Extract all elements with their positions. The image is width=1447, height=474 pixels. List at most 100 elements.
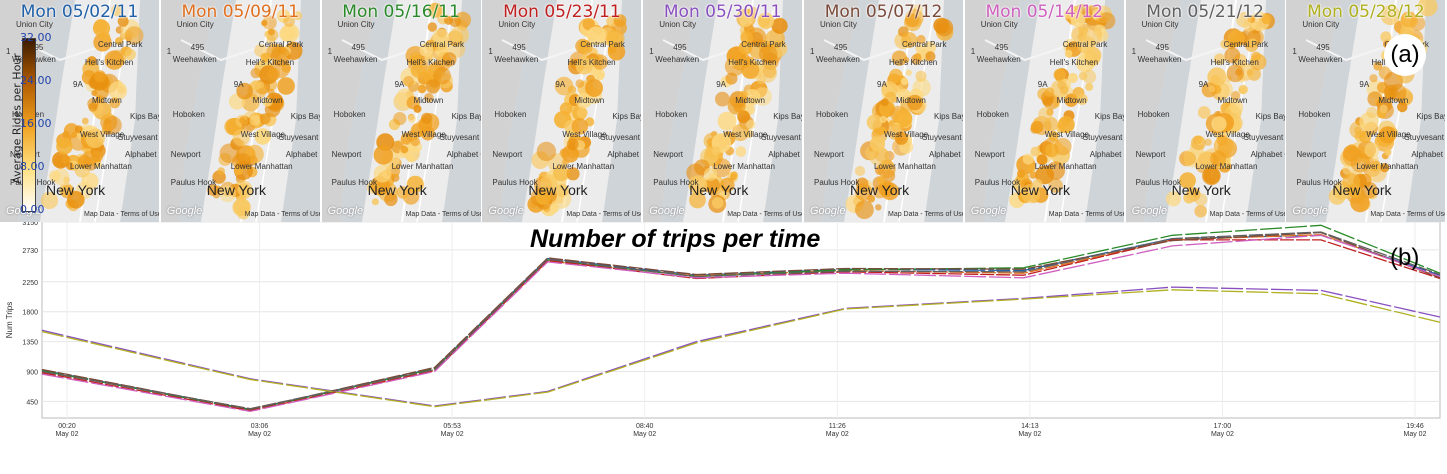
map-label-route-1: 1 xyxy=(6,47,11,56)
map-label-route-495: 495 xyxy=(673,43,687,52)
map-label-midtown: Midtown xyxy=(1378,96,1409,105)
x-tick-time: 14:13 xyxy=(1021,423,1039,430)
map-label-new-york: New York xyxy=(367,182,427,198)
map-label-weehawken: Weehawken xyxy=(333,55,378,64)
map-label-kips-bay: Kips Bay xyxy=(612,112,642,121)
map-label-map-terms[interactable]: Map Data - Terms of Use xyxy=(1209,211,1285,218)
y-tick-label: 1800 xyxy=(22,310,38,317)
map-label-kips-bay: Kips Bay xyxy=(290,112,320,121)
map-label-map-terms[interactable]: Map Data - Terms of Use xyxy=(1370,211,1446,218)
map-label-hells-kitchen: Hell's Kitchen xyxy=(1210,58,1259,67)
map-label-west-village: West Village xyxy=(884,130,929,139)
map-label-map-terms[interactable]: Map Data - Terms of Use xyxy=(727,211,803,218)
y-tick-label: 2250 xyxy=(22,280,38,287)
map-label-union-city: Union City xyxy=(820,20,857,29)
map-label-new-york: New York xyxy=(1010,182,1070,198)
map-label-route-495: 495 xyxy=(1155,43,1169,52)
map-label-route-9a: 9A xyxy=(1359,80,1370,89)
map-label-kips-bay: Kips Bay xyxy=(1094,112,1124,121)
map-label-google: Google xyxy=(327,205,364,217)
map-label-hells-kitchen: Hell's Kitchen xyxy=(85,58,134,67)
map-label-route-1: 1 xyxy=(1131,47,1137,56)
map-label-west-village: West Village xyxy=(1044,130,1089,139)
map-label-midtown: Midtown xyxy=(413,96,444,105)
map-label-hoboken: Hoboken xyxy=(333,110,366,119)
map-label-kips-bay: Kips Bay xyxy=(1416,112,1446,121)
map-label-lower-manhattan: Lower Manhattan xyxy=(1195,162,1258,171)
map-label-weehawken: Weehawken xyxy=(1298,55,1343,64)
y-axis-label: Num Trips xyxy=(5,302,14,338)
map-label-union-city: Union City xyxy=(1302,20,1340,29)
map-label-newport: Newport xyxy=(974,150,1005,159)
x-tick-date: May 02 xyxy=(1018,431,1041,438)
map-label-map-terms[interactable]: Map Data - Terms of Use xyxy=(566,211,642,218)
map-label-central-park: Central Park xyxy=(580,40,625,49)
map-label-route-1: 1 xyxy=(1292,47,1297,56)
map-label-map-terms[interactable]: Map Data - Terms of Use xyxy=(888,211,963,218)
map-label-route-9a: 9A xyxy=(877,80,887,89)
map-label-map-terms[interactable]: Map Data - Terms of Use xyxy=(405,211,481,218)
map-label-west-village: West Village xyxy=(240,130,285,139)
map-label-new-york: New York xyxy=(528,182,588,198)
map-label-newport: Newport xyxy=(814,150,844,159)
map-label-west-village: West Village xyxy=(562,130,607,139)
series-line-4 xyxy=(41,239,1441,412)
map-label-newport: Newport xyxy=(1296,150,1327,159)
map-label-alphabet-city: Alphabet City xyxy=(125,150,159,159)
map-date-label: Mon 05/09/11 xyxy=(181,2,300,22)
map-label-newport: Newport xyxy=(170,150,201,159)
map-label-central-park: Central Park xyxy=(419,40,465,49)
map-label-lower-manhattan: Lower Manhattan xyxy=(1034,162,1097,171)
colorbar-title: Average Rides per Hour xyxy=(10,53,24,184)
map-label-route-1: 1 xyxy=(488,47,493,56)
map-label-weehawken: Weehawken xyxy=(172,55,217,64)
map-label-newport: Newport xyxy=(1135,150,1166,159)
y-tick-label: 900 xyxy=(26,369,38,376)
map-label-google: Google xyxy=(166,205,203,217)
map-label-midtown: Midtown xyxy=(92,96,122,105)
map-label-paulus-hook: Paulus Hook xyxy=(170,178,217,187)
plot-frame xyxy=(41,222,1441,419)
map-label-route-1: 1 xyxy=(649,47,654,56)
map-label-union-city: Union City xyxy=(176,20,214,29)
map-label-route-1: 1 xyxy=(166,47,172,56)
map-label-paulus-hook: Paulus Hook xyxy=(1135,178,1181,187)
map-label-midtown: Midtown xyxy=(252,96,283,105)
map-label-map-terms[interactable]: Map Data - Terms of Use xyxy=(1048,211,1124,218)
map-label-union-city: Union City xyxy=(1141,20,1179,29)
map-label-new-york: New York xyxy=(689,182,749,198)
map-label-alphabet-city: Alphabet City xyxy=(1411,150,1445,159)
map-label-hells-kitchen: Hell's Kitchen xyxy=(728,58,777,67)
map-label-google: Google xyxy=(810,205,846,217)
chart-title: Number of trips per time xyxy=(530,225,821,253)
map-label-lower-manhattan: Lower Manhattan xyxy=(391,162,454,171)
map-label-newport: Newport xyxy=(331,150,362,159)
x-tick-time: 19:46 xyxy=(1406,423,1424,430)
map-label-route-9a: 9A xyxy=(1037,80,1048,89)
map-date-label: Mon 05/23/11 xyxy=(503,2,621,22)
map-label-kips-bay: Kips Bay xyxy=(934,112,963,121)
map-label-google: Google xyxy=(970,205,1007,217)
map-label-map-terms[interactable]: Map Data - Terms of Use xyxy=(244,211,320,218)
map-label-route-495: 495 xyxy=(512,43,526,52)
map-label-route-495: 495 xyxy=(834,43,848,52)
map-label-route-9a: 9A xyxy=(716,80,726,89)
map-date-label: Mon 05/14/12 xyxy=(985,2,1104,22)
map-image xyxy=(1125,0,1285,222)
series-line-7 xyxy=(41,234,1441,413)
x-tick-time: 03:06 xyxy=(251,423,269,430)
map-date-label: Mon 05/16/11 xyxy=(342,2,460,22)
map-label-central-park: Central Park xyxy=(902,40,947,49)
map-label-map-terms[interactable]: Map Data - Terms of Use xyxy=(84,211,159,218)
map-label-stuyvesant-town: Stuyvesant Town xyxy=(1404,133,1445,142)
map-image xyxy=(964,0,1124,222)
